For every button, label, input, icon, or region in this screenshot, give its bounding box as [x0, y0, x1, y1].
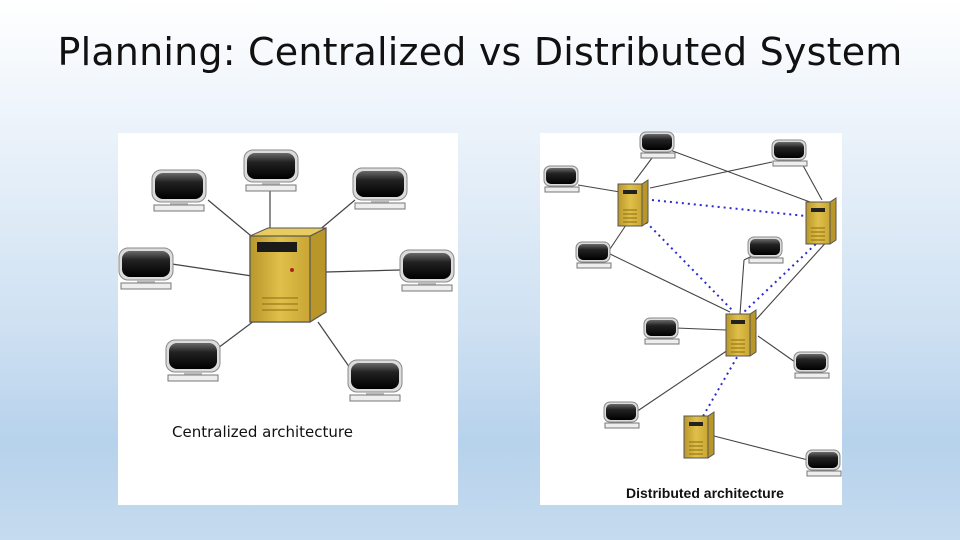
- monitor-icon: [643, 317, 680, 345]
- monitor-icon: [747, 236, 784, 264]
- monitor-icon: [639, 131, 676, 159]
- slide-title: Planning: Centralized vs Distributed Sys…: [57, 30, 903, 74]
- monitor-icon: [347, 359, 403, 402]
- monitor-icon: [118, 247, 174, 290]
- centralized-links: [171, 180, 401, 369]
- server-icon: [725, 309, 757, 357]
- monitor-icon: [243, 149, 299, 192]
- central-server-icon: [249, 227, 327, 323]
- monitor-icon: [575, 241, 612, 269]
- monitor-icon: [793, 351, 830, 379]
- monitor-icon: [151, 169, 207, 212]
- monitor-icon: [805, 449, 842, 477]
- monitor-icon: [771, 139, 808, 167]
- server-icon: [683, 411, 715, 459]
- server-icon: [805, 197, 837, 245]
- monitor-icon: [352, 167, 408, 210]
- centralized-caption: Centralized architecture: [172, 423, 353, 441]
- distributed-dotted-links: [645, 199, 821, 419]
- server-icon: [617, 179, 649, 227]
- monitor-icon: [165, 339, 221, 382]
- distributed-caption: Distributed architecture: [626, 485, 784, 501]
- monitor-icon: [543, 165, 580, 193]
- monitor-icon: [603, 401, 640, 429]
- monitor-icon: [399, 249, 455, 292]
